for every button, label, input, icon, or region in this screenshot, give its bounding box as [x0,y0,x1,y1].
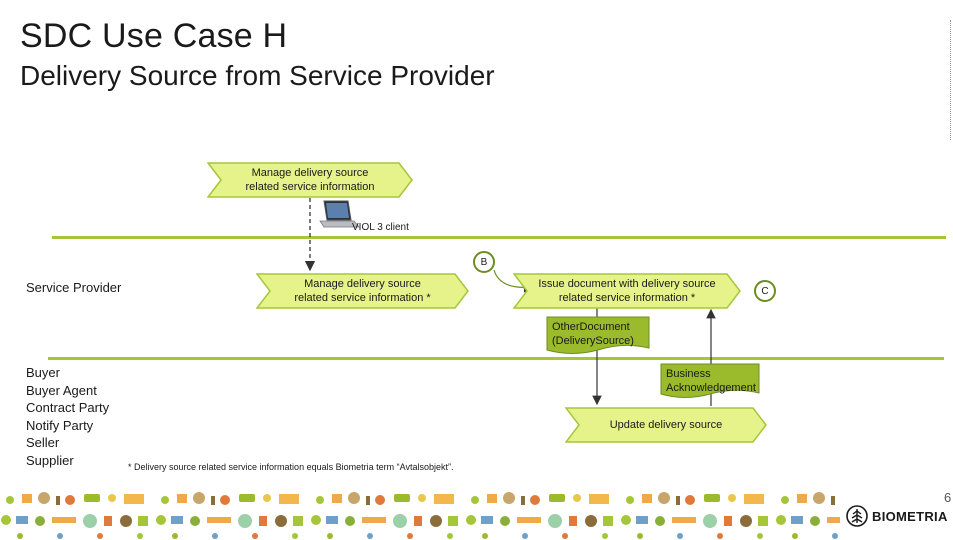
party-buyer-agent: Buyer Agent [26,382,97,398]
party-seller: Seller [26,435,60,451]
process-issue-label: Issue document with delivery source rela… [538,278,716,304]
process-manage: Manage delivery source related service i… [256,273,469,309]
edge-dotted-line [950,20,953,140]
page-subtitle: Delivery Source from Service Provider [20,60,495,91]
party-notify-party: Notify Party [26,417,94,433]
connector-b: B [473,251,495,273]
process-update: Update delivery source [565,407,767,443]
lane-separator-bottom [48,357,944,360]
process-update-label: Update delivery source [609,419,723,431]
biometria-logo: BIOMETRIA [846,505,948,527]
lane-separator-top [52,236,946,239]
laptop-icon [318,200,360,233]
lane-label-service-provider: Service Provider [26,280,122,295]
biometria-logo-text: BIOMETRIA [872,508,948,524]
party-buyer: Buyer [26,365,60,380]
lane-label-parties: Buyer Buyer Agent Contract Party Notify … [26,364,109,470]
edge-mark: 6 [944,490,952,505]
document-ack-label: Business Acknowledgement [666,368,756,394]
process-manage-top-label: Manage delivery source related service i… [245,167,375,193]
party-contract-party: Contract Party [26,400,110,416]
page-title: SDC Use Case H [20,17,288,55]
footnote: * Delivery source related service inform… [128,462,454,472]
process-issue: Issue document with delivery source rela… [513,273,741,309]
biometria-logo-icon [846,505,868,527]
decorative-icon-strip [1,492,840,539]
connector-c: C [754,280,776,302]
party-supplier: Supplier [26,452,74,468]
document-ack: Business Acknowledgement [660,363,760,399]
process-manage-top: Manage delivery source related service i… [207,162,413,198]
viol-client-label: VIOL 3 client [352,222,409,233]
document-other-label: OtherDocument (DeliverySource) [552,321,634,347]
process-manage-label: Manage delivery source related service i… [294,278,431,304]
document-other: OtherDocument (DeliverySource) [546,316,650,356]
